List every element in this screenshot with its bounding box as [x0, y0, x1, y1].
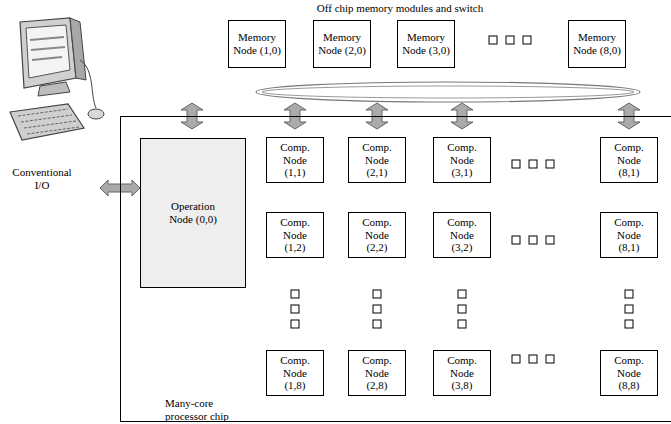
- screen-line: [30, 37, 64, 40]
- ellipsis-square: [489, 36, 497, 44]
- ellipsis-square: [291, 290, 299, 298]
- node-box: Comp. Node (2,2): [348, 212, 406, 258]
- node-text: Comp. Node (8,1): [607, 216, 651, 254]
- node-text: Memory Node (1,0): [233, 31, 281, 56]
- node-box: Comp. Node (8,1): [600, 212, 658, 258]
- node-box: Comp. Node (3,2): [433, 212, 491, 258]
- node-box: Comp. Node (8,8): [600, 350, 658, 396]
- node-box: Memory Node (8,0): [568, 20, 626, 68]
- node-box: Comp. Node (2,1): [348, 137, 406, 183]
- node-text: Comp. Node (3,8): [440, 354, 484, 392]
- ellipsis-square: [291, 305, 299, 313]
- ellipsis-square: [373, 290, 381, 298]
- ellipsis-square: [625, 305, 633, 313]
- ellipsis-square: [458, 305, 466, 313]
- ellipsis-square: [523, 36, 531, 44]
- io-caption: Conventional I/O: [4, 166, 80, 191]
- node-text: Memory Node (3,0): [402, 31, 450, 56]
- node-text: Memory Node (2,0): [318, 31, 366, 56]
- node-box: Comp. Node (1,8): [266, 350, 324, 396]
- node-text: Many-core processor chip: [165, 397, 251, 422]
- ellipsis-square: [529, 236, 537, 244]
- ellipsis-square: [458, 320, 466, 328]
- node-text: Comp. Node (3,2): [440, 216, 484, 254]
- ellipsis-square: [625, 320, 633, 328]
- ellipsis-square: [512, 236, 520, 244]
- node-text: Comp. Node (2,8): [355, 354, 399, 392]
- node-box: Comp. Node (1,1): [266, 137, 324, 183]
- node-box: Comp. Node (1,2): [266, 212, 324, 258]
- node-box: Comp. Node (3,1): [433, 137, 491, 183]
- ellipsis-square: [512, 160, 520, 168]
- node-text: Comp. Node (3,1): [440, 141, 484, 179]
- operation-node: Operation Node (0,0): [140, 138, 246, 288]
- node-box: Comp. Node (8,1): [600, 137, 658, 183]
- chip-outline: Many-core processor chip Operation Node (…: [120, 116, 671, 422]
- ellipsis-square: [458, 290, 466, 298]
- node-text: Comp. Node (1,1): [273, 141, 317, 179]
- node-text: Comp. Node (8,8): [607, 354, 651, 392]
- node-box: Comp. Node (2,8): [348, 350, 406, 396]
- monitor-case: [20, 18, 76, 88]
- screen-line: [31, 47, 65, 50]
- screen-line: [32, 57, 62, 60]
- ellipsis-square: [506, 36, 514, 44]
- node-box: Memory Node (1,0): [228, 20, 286, 68]
- mouse: [88, 109, 104, 119]
- memory-caption: Off chip memory modules and switch: [300, 2, 500, 15]
- node-text: Memory Node (8,0): [573, 31, 621, 56]
- switch-ring-inner: [262, 86, 634, 98]
- keyboard-keys: [18, 109, 79, 134]
- ellipsis-square: [373, 320, 381, 328]
- switch-ring: [256, 82, 640, 102]
- node-text: Comp. Node (1,8): [273, 354, 317, 392]
- monitor-side: [70, 18, 86, 80]
- node-text: Comp. Node (2,1): [355, 141, 399, 179]
- ellipsis-square: [529, 355, 537, 363]
- node-box: Memory Node (3,0): [397, 20, 455, 68]
- ellipsis-square: [291, 320, 299, 328]
- computer-icon: [10, 18, 104, 140]
- ellipsis-square: [512, 355, 520, 363]
- ellipsis-square: [625, 290, 633, 298]
- ellipsis-square: [373, 305, 381, 313]
- keyboard: [10, 104, 84, 140]
- ellipsis-square: [546, 236, 554, 244]
- mouse-cable: [80, 60, 96, 108]
- ellipsis-square: [529, 160, 537, 168]
- monitor-screen: [26, 25, 70, 78]
- node-text: Operation Node (0,0): [162, 200, 224, 225]
- monitor-stand: [38, 82, 70, 96]
- node-box: Memory Node (2,0): [313, 20, 371, 68]
- node-box: Comp. Node (3,8): [433, 350, 491, 396]
- ellipsis-square: [546, 160, 554, 168]
- ellipsis-square: [546, 355, 554, 363]
- node-text: Comp. Node (8,1): [607, 141, 651, 179]
- ellipsis-squares: [291, 36, 633, 363]
- node-text: Comp. Node (1,2): [273, 216, 317, 254]
- node-text: Comp. Node (2,2): [355, 216, 399, 254]
